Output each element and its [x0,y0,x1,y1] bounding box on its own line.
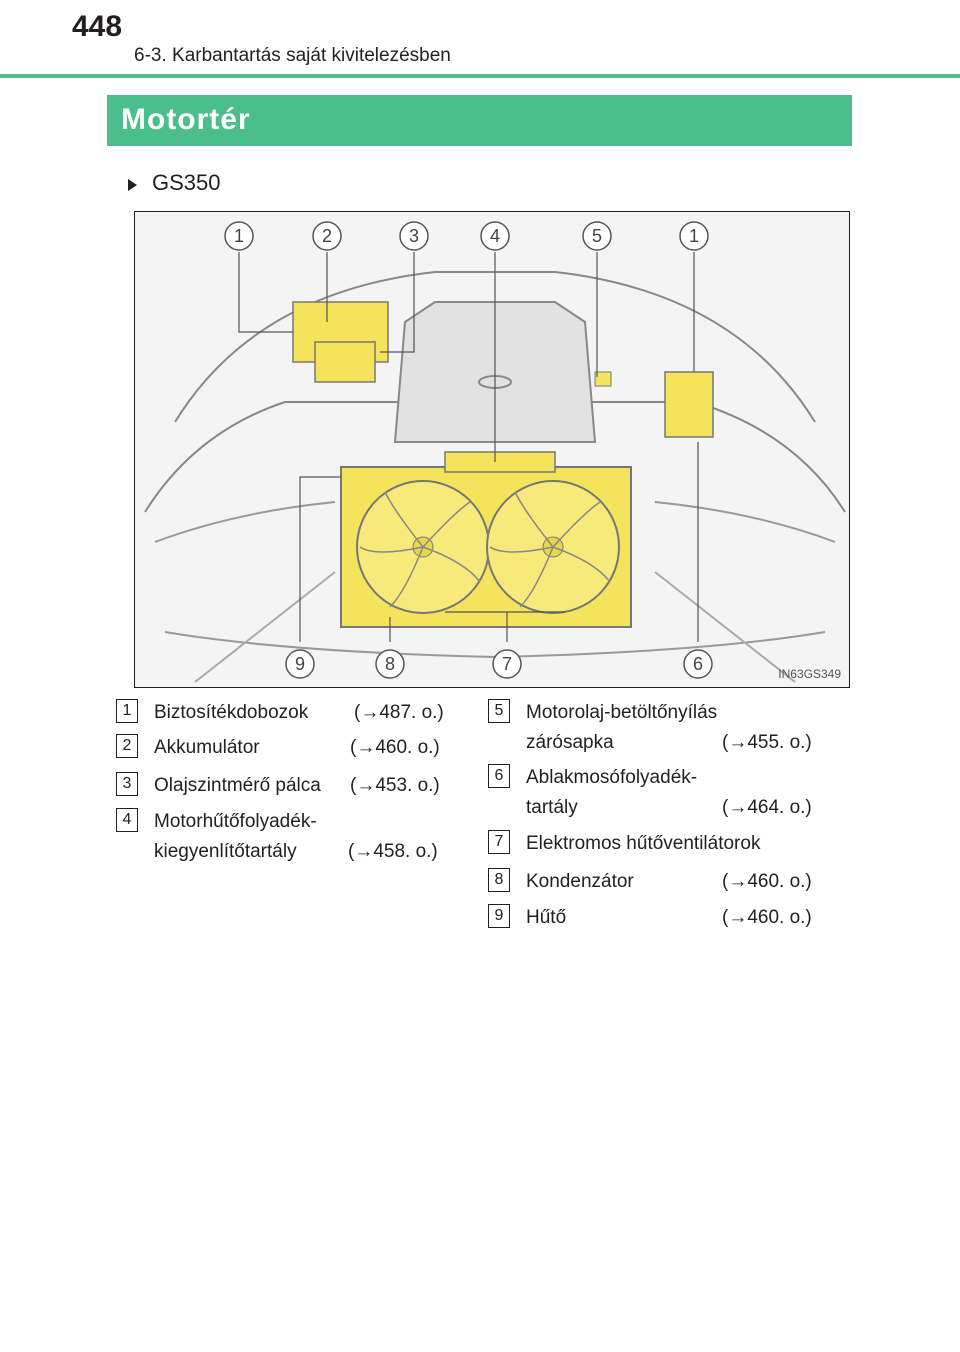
legend-label-line-2: tartály [526,797,578,818]
legend-number: 2 [116,734,138,758]
triangle-bullet-icon [128,179,137,191]
engine-bay-drawing: 1 2 3 4 5 1 9 8 7 6 [144,221,846,683]
engine-bay-illustration: 1 2 3 4 5 1 9 8 7 6 IN63GS349 [134,211,850,688]
legend-label: Olajszintmérő pálca [154,775,321,796]
section-title: Motortér [121,103,251,136]
legend-number: 4 [116,808,138,832]
callout-1-right: 1 [689,226,699,246]
callout-7: 7 [502,654,512,674]
legend-item-6: 6 Ablakmosófolyadék- tartály (→464. o.) [488,762,833,826]
section-banner: Motortér [107,95,852,146]
legend-label: Ablakmosófolyadék- [526,767,698,788]
legend-page-ref: (→455. o.) [722,732,812,753]
breadcrumb: 6-3. Karbantartás saját kivitelezésben [134,45,451,66]
legend-label: Biztosítékdobozok [154,702,309,723]
legend-item-5: 5 Motorolaj-betöltőnyílás zárósapka (→45… [488,697,833,761]
callout-5: 5 [592,226,602,246]
callout-6: 6 [693,654,703,674]
legend-label: Motorolaj-betöltőnyílás [526,702,718,723]
legend-label: Kondenzátor [526,871,634,892]
legend-page-ref: (→464. o.) [722,797,812,818]
callout-9: 9 [295,654,305,674]
legend-label-line-2: kiegyenlítőtartály [154,841,297,862]
legend-label-line-2: zárósapka [526,732,614,753]
callout-1: 1 [234,226,244,246]
legend-number: 9 [488,904,510,928]
legend-number: 1 [116,699,138,723]
legend-label: Hűtő [526,907,567,928]
legend-page-ref: (→460. o.) [350,737,440,758]
callout-8: 8 [385,654,395,674]
callout-2: 2 [322,226,332,246]
legend-label: Akkumulátor [154,737,260,758]
legend-item-4: 4 Motorhűtőfolyadék- kiegyenlítőtartály … [116,806,456,870]
header-rule [0,74,960,78]
legend-page-ref: (→487. o.) [354,702,444,723]
legend-page-ref: (→453. o.) [350,775,440,796]
callout-3: 3 [409,226,419,246]
figure-code: IN63GS349 [778,667,841,681]
page-number: 448 [72,10,123,43]
legend-number: 6 [488,764,510,788]
legend-number: 5 [488,699,510,723]
legend-page-ref: (→458. o.) [348,841,438,862]
legend-number: 3 [116,772,138,796]
callout-4: 4 [490,226,500,246]
legend-page-ref: (→460. o.) [722,871,812,892]
legend-number: 8 [488,868,510,892]
legend-page-ref: (→460. o.) [722,907,812,928]
legend-label: Motorhűtőfolyadék- [154,811,317,832]
legend-number: 7 [488,830,510,854]
model-label: GS350 [152,170,221,195]
legend-label: Elektromos hűtőventilátorok [526,833,761,854]
